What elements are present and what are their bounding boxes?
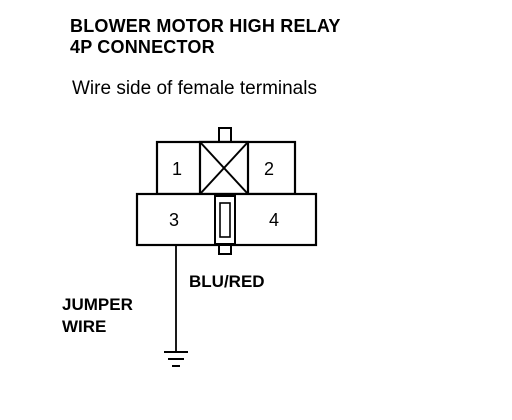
jumper-label-line-2: WIRE	[62, 317, 107, 336]
diagram-title: BLOWER MOTOR HIGH RELAY 4P CONNECTOR	[70, 16, 341, 58]
terminal-label-3: 3	[169, 210, 179, 230]
latch-tab-bottom	[218, 244, 232, 255]
diagram-subtitle: Wire side of female terminals	[72, 78, 317, 99]
lock-slot-inner	[219, 202, 231, 238]
terminal-label-4: 4	[269, 210, 279, 230]
title-line-2: 4P CONNECTOR	[70, 37, 215, 57]
ground-icon	[164, 351, 188, 367]
terminal-label-2: 2	[264, 159, 274, 179]
title-line-1: BLOWER MOTOR HIGH RELAY	[70, 16, 341, 36]
wire-color-label: BLU/RED	[189, 272, 265, 291]
jumper-wire-label: JUMPER WIRE	[62, 294, 133, 338]
terminal-label-1: 1	[172, 159, 182, 179]
blank-cavity-x-2	[199, 141, 249, 195]
jumper-label-line-1: JUMPER	[62, 295, 133, 314]
latch-tab-top	[218, 127, 232, 143]
